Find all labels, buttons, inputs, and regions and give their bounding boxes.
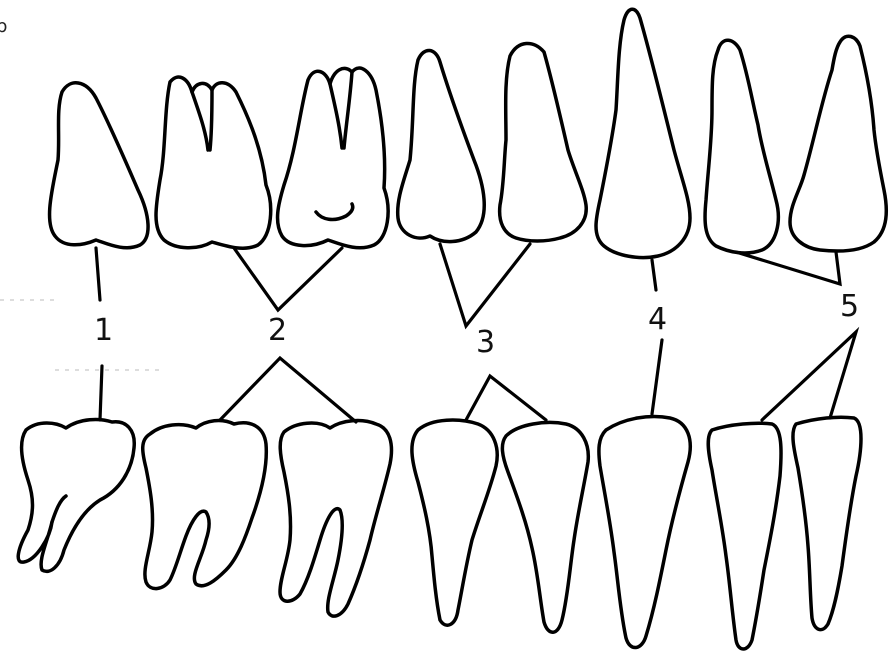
leader-3-upper xyxy=(440,244,530,326)
lower-tooth-6 xyxy=(599,417,690,648)
leader-4-lower xyxy=(652,340,662,414)
label-5: 5 xyxy=(840,289,859,324)
leader-2-upper xyxy=(234,248,342,310)
leader-5-lower xyxy=(762,332,856,420)
upper-tooth-6 xyxy=(596,9,690,257)
upper-teeth-row xyxy=(50,9,887,257)
upper-tooth-1 xyxy=(50,83,149,248)
lower-tooth-7 xyxy=(708,423,781,649)
lower-tooth-2 xyxy=(143,421,267,589)
lower-tooth-4 xyxy=(412,420,497,625)
label-4: 4 xyxy=(648,302,667,337)
lower-tooth-1 xyxy=(18,420,134,572)
leader-1-upper xyxy=(96,248,100,300)
upper-tooth-4 xyxy=(398,50,485,241)
leader-3-lower xyxy=(466,376,546,420)
number-labels: 1 2 3 4 5 xyxy=(94,289,859,360)
lower-teeth-row xyxy=(18,417,861,650)
upper-tooth-8 xyxy=(790,36,886,251)
scan-artifacts xyxy=(0,300,160,370)
leader-1-lower xyxy=(100,366,102,420)
corner-mark: b xyxy=(0,16,7,37)
label-2: 2 xyxy=(268,313,287,348)
leader-2-lower xyxy=(220,358,356,422)
label-3: 3 xyxy=(476,325,495,360)
leader-5-upper xyxy=(736,252,840,284)
leader-4-upper xyxy=(652,260,656,290)
upper-tooth-5 xyxy=(500,43,587,241)
label-1: 1 xyxy=(94,313,113,348)
upper-tooth-7 xyxy=(705,40,778,253)
lower-tooth-3 xyxy=(280,421,391,617)
lower-tooth-8 xyxy=(793,417,861,629)
lower-tooth-5 xyxy=(502,423,588,633)
